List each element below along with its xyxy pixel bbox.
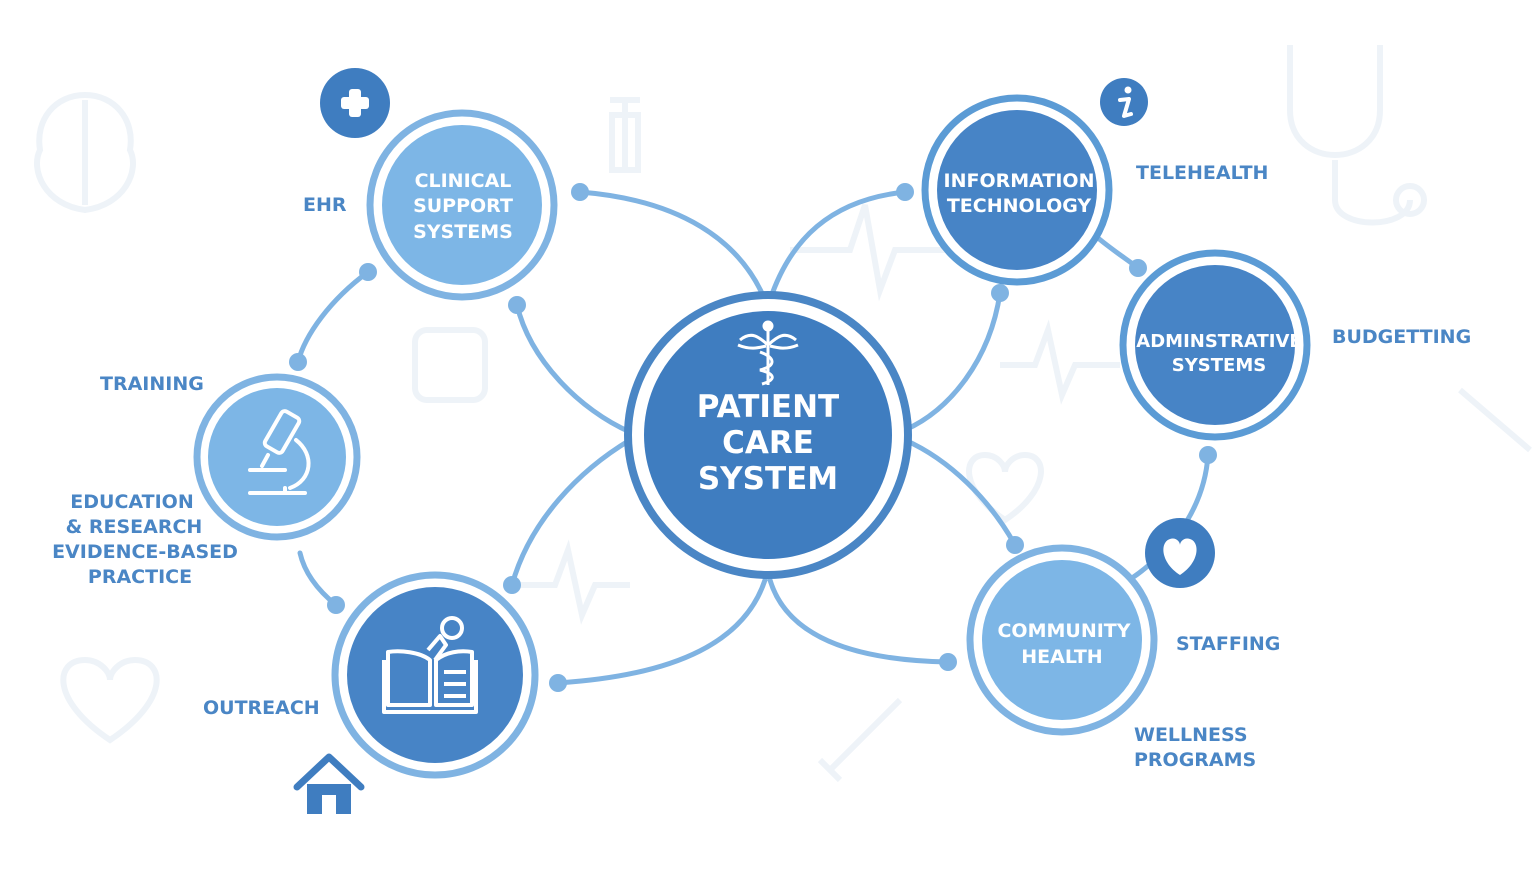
clinical-support-node[interactable]: CLINICAL SUPPORT SYSTEMS: [366, 109, 558, 301]
pulse-watermark-icon-2: [1000, 319, 1120, 405]
label-outreach: OUTREACH: [203, 697, 320, 719]
dot-book-right: [549, 674, 567, 692]
microscope-fill: [208, 388, 346, 526]
dot-admin-top: [1129, 259, 1147, 277]
microscope-icon: [248, 409, 311, 495]
connectors: [295, 189, 1211, 686]
home-roof: [293, 753, 365, 791]
dot-admin-bottom: [1199, 446, 1217, 464]
dot-clinical-right: [571, 183, 589, 201]
community-fill: [982, 560, 1142, 720]
heart-watermark-icon-2: [966, 451, 1044, 524]
label-wellness-line-1: WELLNESS: [1134, 724, 1248, 746]
center-line-3: SYSTEM: [698, 461, 838, 497]
background-watermarks: [34, 45, 1532, 783]
dot-it-left: [896, 183, 914, 201]
center-line-2: CARE: [722, 425, 814, 461]
label-education-line-2: & RESEARCH: [65, 516, 203, 538]
clinical-line-2: SUPPORT: [413, 195, 513, 217]
connector-community-center: [767, 577, 951, 665]
syringe-watermark-icon-2: [817, 387, 1532, 783]
plus-icon-vertical: [349, 89, 361, 117]
label-education-line-1: EDUCATION: [70, 491, 194, 513]
center-line-1: PATIENT: [697, 389, 839, 425]
community-line-1: COMMUNITY: [997, 620, 1130, 642]
label-wellness-line-2: PROGRAMS: [1134, 749, 1257, 771]
pulse-watermark-icon-3: [520, 539, 630, 625]
heart-watermark-icon: [60, 656, 160, 744]
label-budgetting: BUDGETTING: [1332, 326, 1472, 348]
connector-clinical-microscope: [295, 269, 371, 365]
book-icon: [382, 616, 478, 714]
it-line-2: TECHNOLOGY: [947, 195, 1092, 217]
info-badge: [1100, 78, 1148, 126]
connector-it-center-lower: [902, 290, 1003, 433]
label-telehealth: TELEHEALTH: [1136, 162, 1269, 184]
dot-community-left: [939, 653, 957, 671]
dot-book-top: [503, 576, 521, 594]
heart-badge: [1145, 518, 1215, 588]
dot-it-bottom: [991, 284, 1009, 302]
plus-badge: [320, 68, 390, 138]
label-ehr: EHR: [303, 194, 347, 216]
admin-line-1: ADMINSTRATIVE: [1136, 331, 1301, 352]
center-fill: [644, 311, 892, 559]
connector-clinical-center-lower: [514, 302, 633, 435]
connector-microscope-book: [297, 550, 339, 608]
dot-clinical-left: [359, 263, 377, 281]
caduceus-icon: [737, 320, 799, 386]
medkit-watermark-icon: [412, 327, 488, 403]
it-fill: [937, 110, 1097, 270]
syringe-watermark-icon: [609, 97, 641, 173]
label-wellness: WELLNESS PROGRAMS: [1134, 723, 1256, 773]
label-education: EDUCATION & RESEARCH EVIDENCE-BASED PRAC…: [30, 490, 260, 590]
connector-it-center: [767, 189, 908, 303]
info-icon: [1124, 86, 1132, 94]
home-door: [322, 795, 336, 814]
book-node[interactable]: [331, 571, 539, 779]
label-education-line-3: EVIDENCE-BASED: [52, 541, 238, 563]
dot-microscope-top: [289, 353, 307, 371]
info-badge-circle: [1100, 78, 1148, 126]
it-line-1: INFORMATION: [944, 170, 1095, 192]
clinical-line-3: SYSTEMS: [413, 221, 513, 243]
administrative-systems-node[interactable]: ADMINSTRATIVE SYSTEMS: [1119, 249, 1311, 441]
microscope-node[interactable]: [193, 373, 361, 541]
connector-book-center: [555, 577, 768, 686]
admin-line-2: SYSTEMS: [1172, 355, 1266, 376]
information-technology-node[interactable]: INFORMATION TECHNOLOGY: [921, 94, 1113, 286]
label-training: TRAINING: [100, 373, 204, 395]
connector-book-center-upper: [509, 437, 633, 588]
info-icon-stem: [1118, 97, 1133, 118]
heart-icon: [1163, 538, 1197, 575]
label-education-line-4: PRACTICE: [87, 566, 193, 588]
pulse-watermark-icon: [790, 204, 960, 302]
connector-dots: [289, 183, 1217, 692]
clinical-line-1: CLINICAL: [415, 170, 512, 192]
brain-watermark-icon: [34, 91, 136, 214]
clinical-fill: [382, 125, 542, 285]
connector-clinical-center: [577, 189, 768, 303]
stethoscope-watermark-bell: [1393, 183, 1427, 217]
admin-fill: [1135, 265, 1295, 425]
connector-community-center-upper: [902, 437, 1018, 548]
stethoscope-watermark-icon: [1287, 45, 1413, 226]
dot-clinical-bottom: [508, 296, 526, 314]
home-icon: [293, 753, 365, 814]
community-health-node[interactable]: COMMUNITY HEALTH: [966, 544, 1158, 736]
label-staffing: STAFFING: [1176, 633, 1281, 655]
community-line-2: HEALTH: [1021, 646, 1102, 668]
center-node: PATIENT CARE SYSTEM: [624, 291, 912, 579]
dot-community-top: [1006, 536, 1024, 554]
dot-microscope-bottom: [327, 596, 345, 614]
